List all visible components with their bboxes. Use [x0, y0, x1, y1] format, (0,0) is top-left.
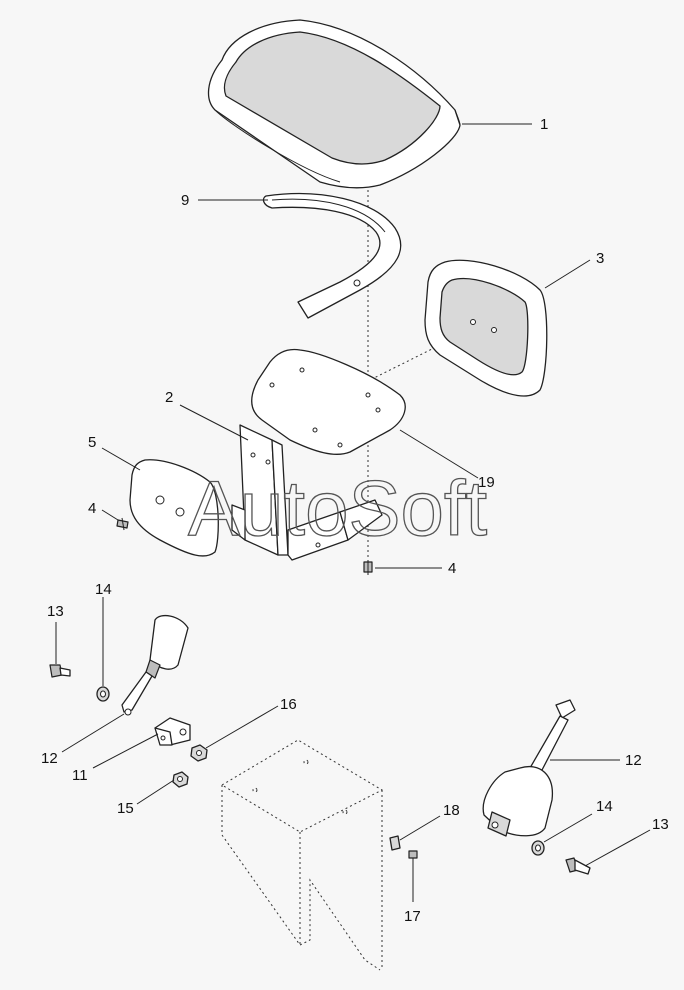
part-14-washer-left [96, 686, 110, 702]
part-18-clip [389, 835, 401, 851]
callout-16: 16 [280, 696, 297, 713]
callout-14-right: 14 [596, 798, 613, 815]
part-12-retractor-right [482, 699, 576, 837]
part-12-buckle-left [121, 614, 189, 716]
callout-18: 18 [443, 802, 460, 819]
part-13-bolt-left [49, 664, 71, 678]
part-11-mount-bracket [154, 717, 191, 746]
callout-4-left: 4 [88, 500, 96, 517]
part-14-washer-right [531, 840, 545, 856]
callout-5: 5 [88, 434, 96, 451]
callout-17: 17 [404, 908, 421, 925]
part-15-nut [172, 771, 189, 788]
callout-1: 1 [540, 116, 548, 133]
callout-12-left: 12 [41, 750, 58, 767]
part-16-nut [190, 744, 208, 762]
callout-3: 3 [596, 250, 604, 267]
callout-19: 19 [478, 474, 495, 491]
callout-13-right: 13 [652, 816, 669, 833]
leader-lines [55, 123, 651, 902]
part-17-screw [408, 850, 418, 868]
part-4-screw-right [363, 560, 373, 575]
part-2-bracket [231, 424, 383, 561]
callout-labels: 1 9 3 2 19 5 4 4 13 14 16 12 11 15 18 17… [41, 116, 669, 925]
part-4-screw-left [116, 517, 129, 531]
callout-4-right: 4 [448, 560, 456, 577]
callout-2: 2 [165, 389, 173, 406]
part-9-trim-strip [262, 192, 402, 319]
callout-9: 9 [181, 192, 189, 209]
callout-13-left: 13 [47, 603, 64, 620]
callout-12-right: 12 [625, 752, 642, 769]
watermark: AutoSoft [188, 464, 488, 552]
part-3-backrest [424, 259, 548, 397]
part-5-side-pad [129, 459, 219, 557]
callout-15: 15 [117, 800, 134, 817]
seat-support-housing-reference [221, 739, 384, 971]
part-13-bolt-right [565, 857, 591, 875]
part-19-base-plate [251, 348, 406, 455]
part-1-seat-cushion [207, 19, 461, 189]
callout-14-left: 14 [95, 581, 112, 598]
callout-11: 11 [72, 767, 88, 784]
